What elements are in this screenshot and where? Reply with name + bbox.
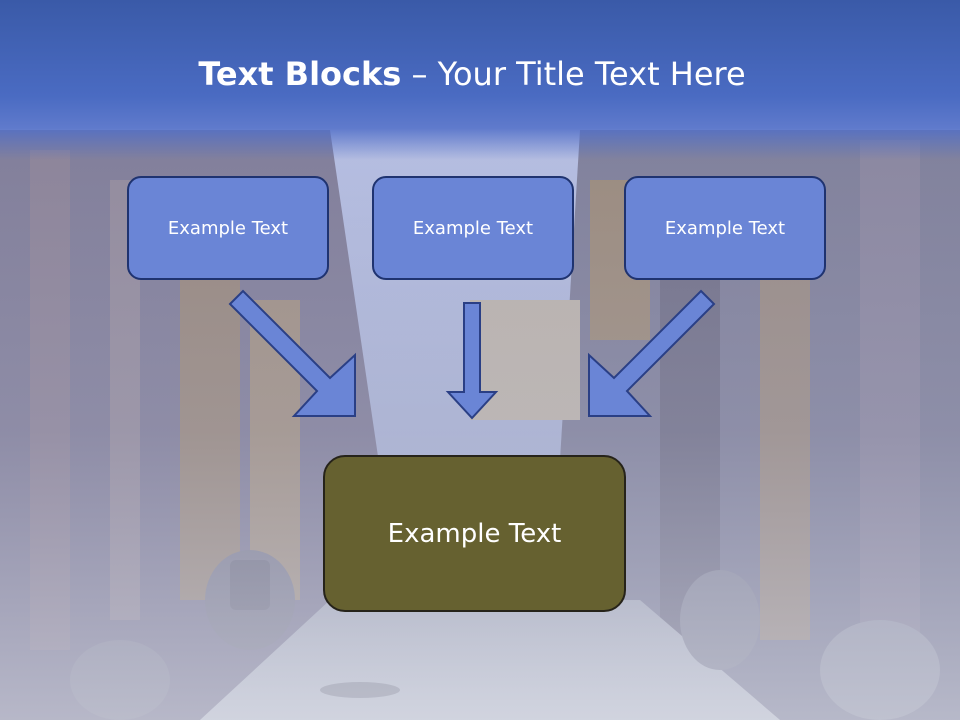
text-box-left-label: Example Text	[167, 217, 289, 239]
text-box-right-label: Example Text	[664, 217, 786, 239]
text-box-left[interactable]: Example Text	[127, 176, 329, 280]
slide-title: Text Blocks – Your Title Text Here	[0, 52, 944, 96]
text-box-bottom[interactable]: Example Text	[323, 455, 626, 612]
text-box-middle-label: Example Text	[412, 217, 534, 239]
header-band	[0, 0, 960, 160]
title-bold-text: Text Blocks	[198, 55, 402, 93]
text-box-middle[interactable]: Example Text	[372, 176, 574, 280]
text-box-bottom-label: Example Text	[387, 518, 562, 549]
title-rest-text: – Your Title Text Here	[401, 55, 746, 93]
text-box-right[interactable]: Example Text	[624, 176, 826, 280]
